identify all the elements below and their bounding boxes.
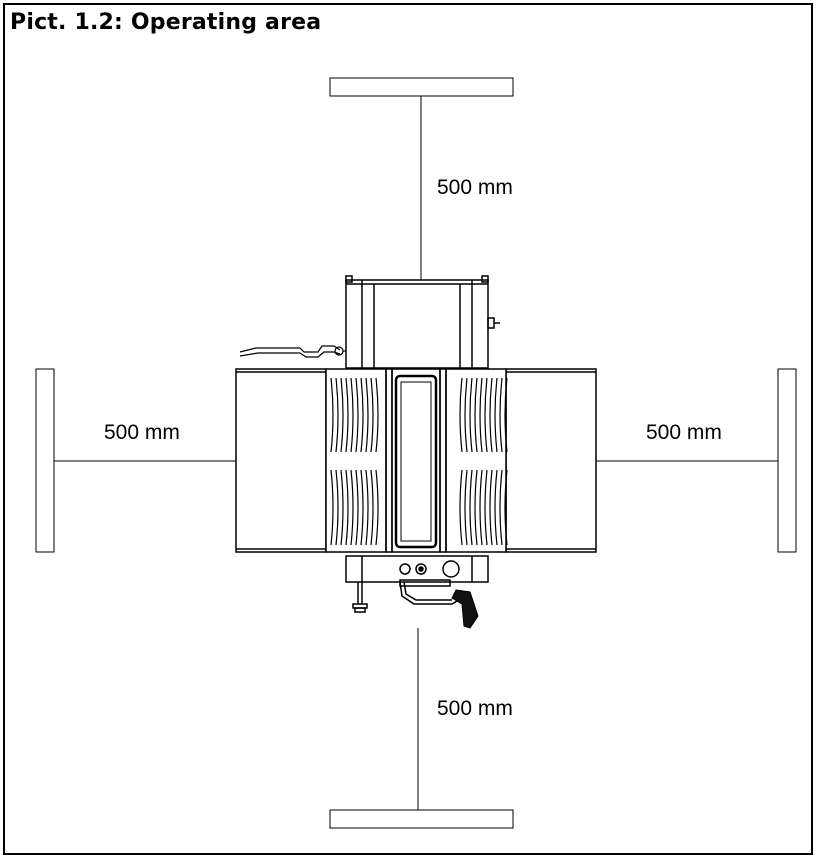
vent-slot <box>335 377 339 453</box>
left-vent-cover <box>325 368 393 553</box>
vent-slot <box>330 377 334 453</box>
center-window <box>391 368 441 553</box>
vent-slot <box>335 469 339 546</box>
vent-slots <box>330 377 508 546</box>
front-button-left <box>399 563 411 575</box>
front-button-center <box>415 563 427 575</box>
machine-top-view <box>235 275 597 629</box>
right-wall <box>777 368 797 553</box>
left-wall <box>35 368 55 553</box>
side-panels <box>235 368 597 553</box>
vent-slot <box>499 469 503 546</box>
vent-slot <box>484 377 488 453</box>
vent-slot <box>494 377 498 453</box>
figure-title: Pict. 1.2: Operating area <box>10 10 322 35</box>
vent-slot <box>464 469 468 546</box>
vent-slot <box>489 469 493 546</box>
vent-slot <box>365 377 369 453</box>
vent-slot <box>350 469 354 546</box>
vent-slot <box>479 469 483 546</box>
top-dimension-label: 500 mm <box>437 176 513 199</box>
vent-slot <box>459 469 463 546</box>
vent-slot <box>489 377 493 453</box>
vent-slot <box>375 377 379 453</box>
front-housing <box>345 555 489 629</box>
vent-slot <box>360 377 364 453</box>
vent-slot <box>360 469 364 546</box>
lever-arm <box>239 345 346 358</box>
vent-slot <box>370 377 374 453</box>
vent-slot <box>484 469 488 546</box>
front-knob <box>442 560 460 578</box>
vent-slot <box>504 469 508 546</box>
vent-slot <box>340 377 344 453</box>
vent-slot <box>340 469 344 546</box>
vent-slot <box>479 377 483 453</box>
top-wall <box>329 77 514 97</box>
vent-slot <box>345 469 349 546</box>
right-dimension-label: 500 mm <box>646 421 722 444</box>
vent-slot <box>499 377 503 453</box>
vent-slot <box>474 377 478 453</box>
vent-slot <box>370 469 374 546</box>
left-dimension-label: 500 mm <box>104 421 180 444</box>
rear-housing <box>345 275 500 369</box>
vent-slot <box>474 469 478 546</box>
vent-slot <box>469 377 473 453</box>
vent-slot <box>464 377 468 453</box>
vent-slot <box>330 469 334 546</box>
bottom-wall <box>329 809 514 829</box>
vent-slot <box>459 377 463 453</box>
figure-frame <box>3 3 813 855</box>
right-vent-cover <box>439 368 507 553</box>
vent-slot <box>504 377 508 453</box>
vent-slot <box>365 469 369 546</box>
vent-slot <box>350 377 354 453</box>
vent-slot <box>355 469 359 546</box>
bottom-dimension-label: 500 mm <box>437 697 513 720</box>
vent-slot <box>469 469 473 546</box>
vent-slot <box>494 469 498 546</box>
vent-slot <box>355 377 359 453</box>
vent-slot <box>345 377 349 453</box>
vent-slot <box>375 469 379 546</box>
